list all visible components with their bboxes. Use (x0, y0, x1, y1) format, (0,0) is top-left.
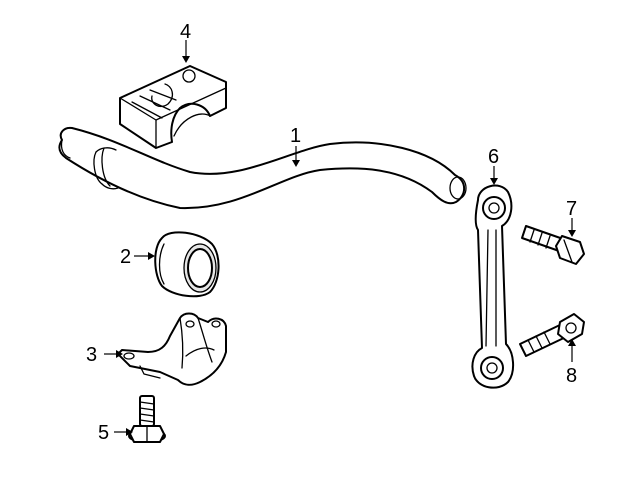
callout-2: 2 (120, 246, 131, 268)
stabilizer-bar (58, 126, 467, 210)
callout-1: 1 (290, 125, 301, 147)
bar-mount-block (119, 65, 227, 149)
link-lower-bolt (519, 313, 585, 357)
callout-6: 6 (488, 146, 499, 168)
bushing (154, 231, 220, 298)
callout-8: 8 (566, 365, 577, 387)
leader-lines (104, 40, 576, 436)
bushing-bracket (117, 312, 227, 386)
callout-7: 7 (566, 198, 577, 220)
callout-5: 5 (98, 422, 109, 444)
stabilizer-link (471, 184, 514, 389)
callout-3: 3 (86, 344, 97, 366)
bracket-bolt (128, 395, 166, 443)
callout-4: 4 (180, 21, 191, 43)
link-upper-bolt (521, 225, 585, 265)
